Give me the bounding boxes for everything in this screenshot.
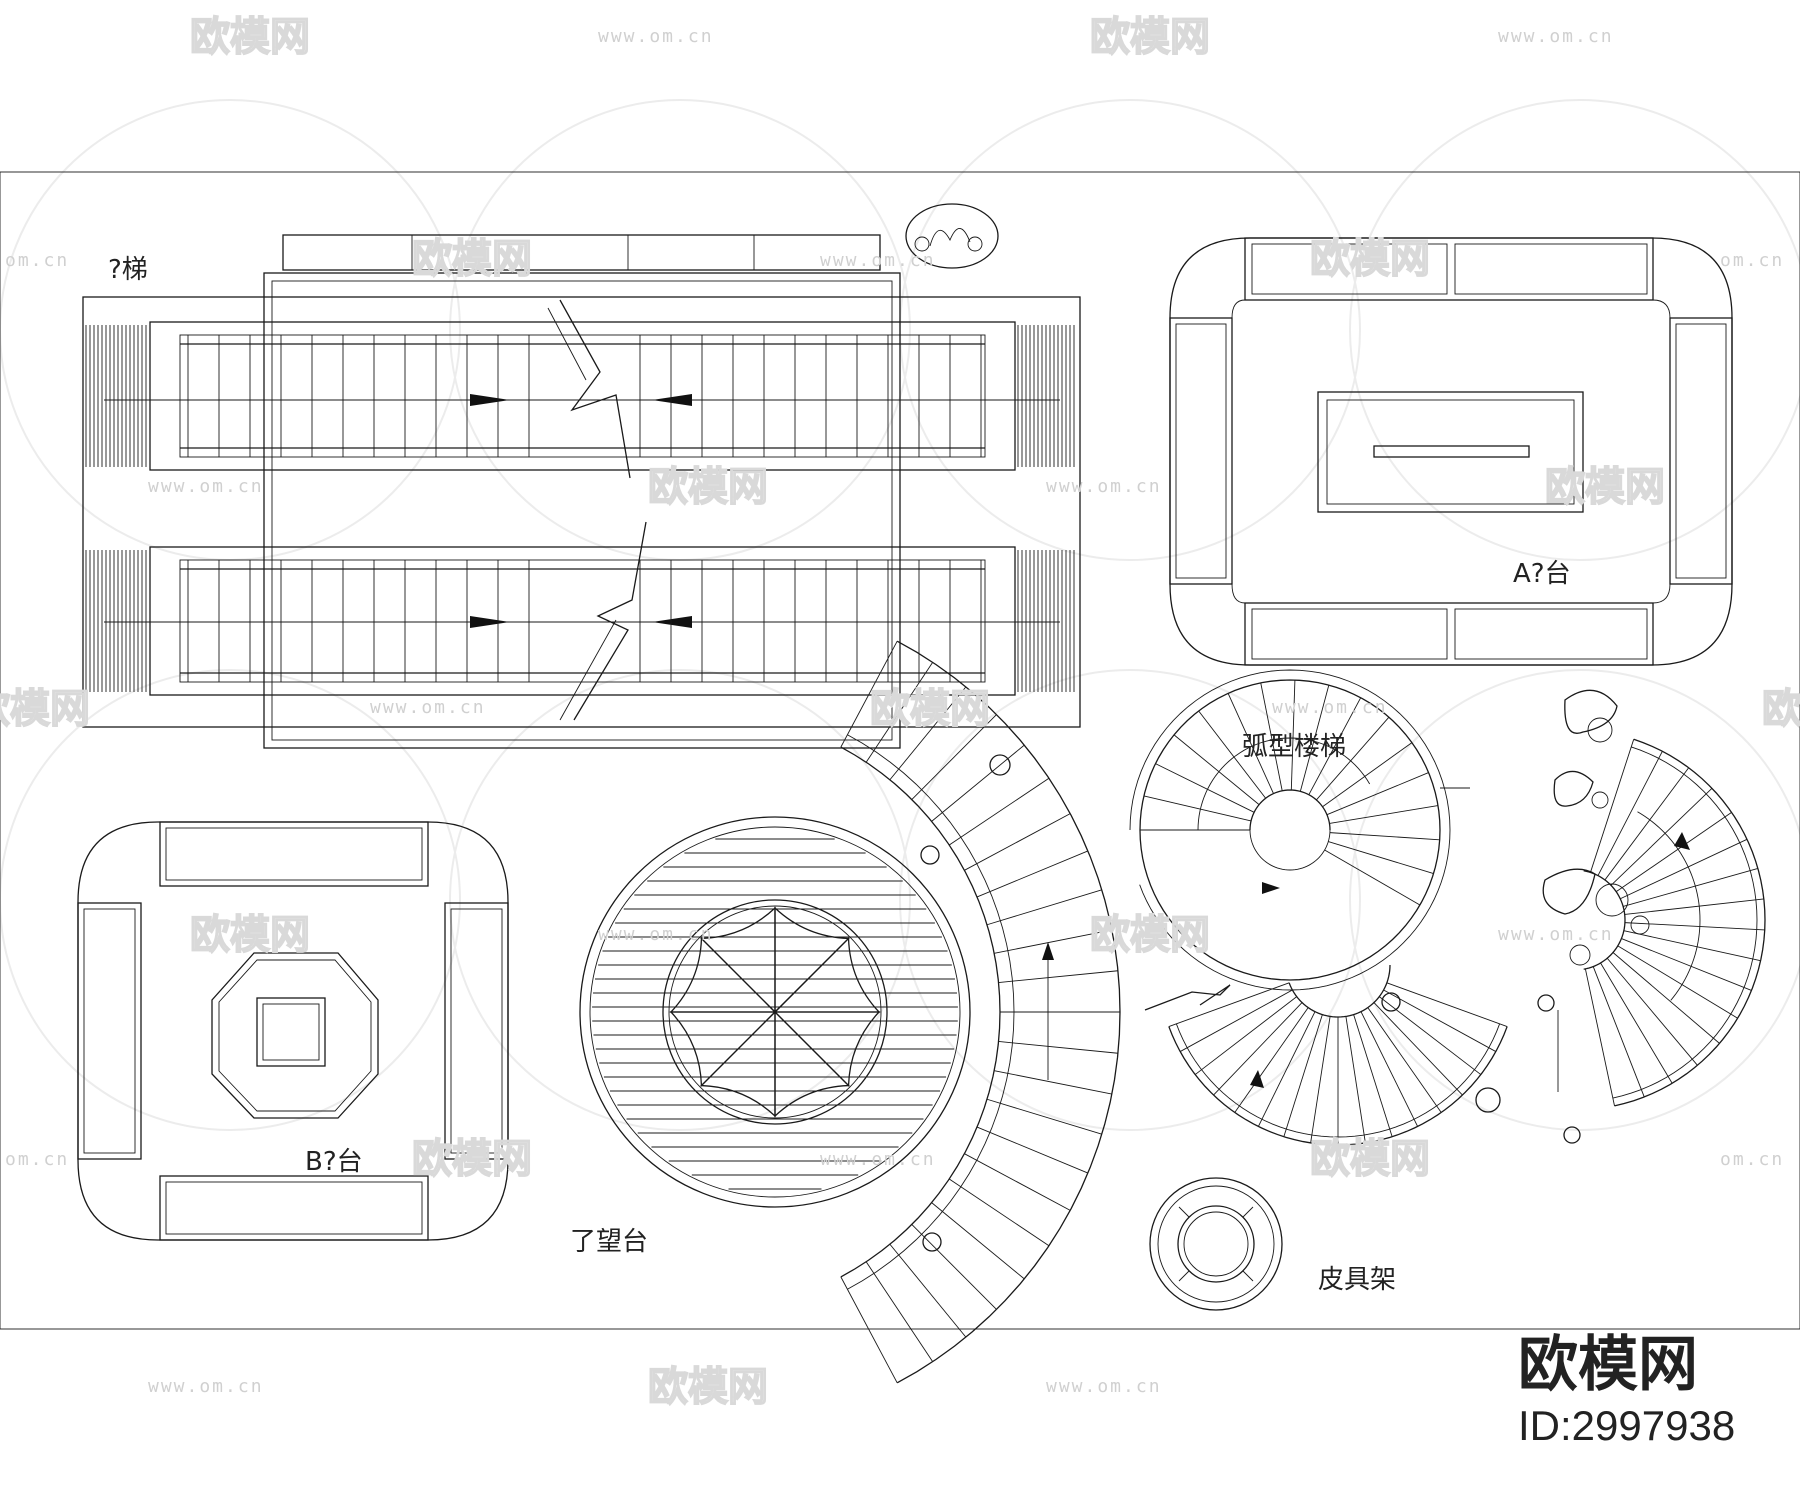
curved-stair-large xyxy=(840,640,1121,1384)
escalator-label: ?梯 xyxy=(108,255,148,285)
watermark-url: www.om.cn xyxy=(1498,26,1614,47)
watermark-text: 欧模网 xyxy=(190,14,310,60)
watermark-url: www.om.cn xyxy=(148,476,264,497)
arc-stair-label: 弧型楼梯 xyxy=(1242,732,1346,762)
watermark-text: 欧模网 xyxy=(870,686,990,732)
watermark-text: 欧模网 xyxy=(648,1364,768,1410)
escalator-lane-upper xyxy=(104,321,1060,471)
watermark-text: 欧模网 xyxy=(1762,686,1800,732)
watermark-text: 欧模网 xyxy=(1310,1136,1430,1182)
platform-a-plan xyxy=(1169,237,1733,666)
planter-decoration xyxy=(1542,689,1650,966)
watermark-layer: 欧模网 www.om.cn 欧模网 www.om.cn om.cn 欧模网 ww… xyxy=(0,13,1800,1411)
escalator-break-line xyxy=(559,299,631,479)
curved-stair-planter xyxy=(1537,738,1766,1144)
watermark-url: www.om.cn xyxy=(1046,1376,1162,1397)
watermark-url: www.om.cn xyxy=(598,924,714,945)
drawing-border xyxy=(0,171,1800,1330)
shoe-rack-plan xyxy=(1149,1177,1283,1311)
watermark-text: 欧模网 xyxy=(1090,14,1210,60)
platform-b-label: B?台 xyxy=(305,1147,363,1177)
watermark-url: www.om.cn xyxy=(820,1149,936,1170)
arc-stair-plan xyxy=(1129,669,1470,991)
escalator-symbol xyxy=(905,203,999,269)
watermark-url-short: om.cn xyxy=(5,1149,69,1170)
watermark-text: 欧模网 xyxy=(648,464,768,510)
lookout-umbrella xyxy=(669,906,881,1118)
escalator-lane-lower xyxy=(104,546,1060,696)
brand-stamp: 欧模网 ID:2997938 xyxy=(1518,1330,1735,1449)
watermark-url: www.om.cn xyxy=(598,26,714,47)
watermark-url: www.om.cn xyxy=(148,1376,264,1397)
platform-a-label: A?台 xyxy=(1513,559,1571,589)
watermark-url-short: om.cn xyxy=(5,250,69,271)
platform-b-plan xyxy=(77,821,509,1241)
watermark-text: 欧模网 xyxy=(1310,236,1430,282)
watermark-url-short: om.cn xyxy=(1720,1149,1784,1170)
watermark-url: www.om.cn xyxy=(1498,924,1614,945)
escalator-steps xyxy=(85,325,1075,692)
arc-stair-lower xyxy=(1144,964,1508,1146)
brand-id: ID:2997938 xyxy=(1518,1402,1735,1449)
watermark-text: 欧模网 xyxy=(190,912,310,958)
brand-name: 欧模网 xyxy=(1518,1330,1698,1400)
watermark-text: 欧模网 xyxy=(412,1136,532,1182)
watermark-url: www.om.cn xyxy=(820,250,936,271)
watermark-url: www.om.cn xyxy=(370,697,486,718)
watermark-text: 欧模网 xyxy=(1545,464,1665,510)
lookout-plan xyxy=(579,816,971,1208)
escalator-plan xyxy=(82,203,1081,749)
watermark-url-short: om.cn xyxy=(1720,250,1784,271)
watermark-text: 欧模网 xyxy=(412,236,532,282)
watermark-text: 欧模网 xyxy=(1090,912,1210,958)
shoe-rack-label: 皮具架 xyxy=(1318,1265,1396,1295)
watermark-text: 欧模网 xyxy=(0,686,90,732)
watermark-url: www.om.cn xyxy=(1046,476,1162,497)
watermark-url: www.om.cn xyxy=(1272,697,1388,718)
lookout-label: 了望台 xyxy=(570,1227,648,1257)
